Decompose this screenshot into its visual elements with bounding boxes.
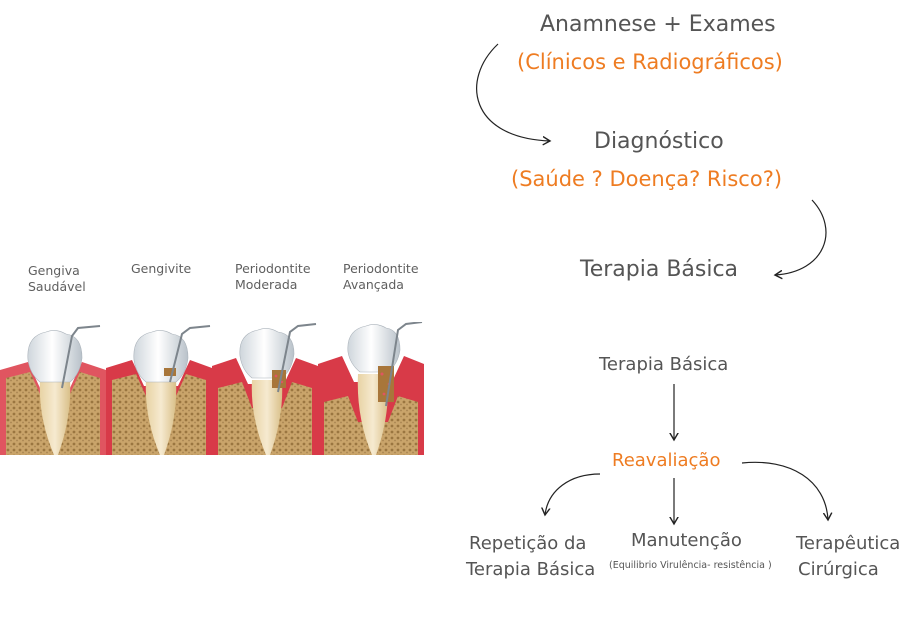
arrow-diagnosis-to-therapy bbox=[775, 200, 826, 275]
option-surgical-line2: Cirúrgica bbox=[798, 559, 879, 580]
flow-step-diagnosis: Diagnóstico bbox=[594, 129, 724, 154]
arrow-reassessment-to-repeat bbox=[545, 474, 600, 515]
stage-label-healthy: Gengiva Saudável bbox=[28, 263, 86, 295]
flow-step-anamnesis-detail: (Clínicos e Radiográficos) bbox=[517, 50, 783, 74]
option-repeat-therapy-line1: Repetição da bbox=[469, 533, 586, 554]
stage-healthy-graphic bbox=[0, 326, 106, 455]
stage-advanced-graphic bbox=[318, 322, 424, 455]
stage-label-moderate: Periodontite Moderada bbox=[235, 261, 311, 293]
flow-step-anamnesis: Anamnese + Exames bbox=[540, 12, 776, 37]
stage-gingivitis-graphic bbox=[106, 326, 212, 455]
stage-label-advanced: Periodontite Avançada bbox=[343, 261, 419, 293]
stage-label-gingivitis: Gengivite bbox=[131, 261, 191, 277]
flow-step-basic-therapy: Terapia Básica bbox=[580, 257, 738, 282]
flow-reassessment: Reavaliação bbox=[612, 450, 720, 471]
stage-moderate-graphic bbox=[212, 324, 318, 455]
option-surgical-line1: Terapêutica bbox=[796, 533, 900, 554]
option-maintenance-detail: (Equilibrio Virulência- resistência ) bbox=[609, 560, 772, 571]
option-repeat-therapy-line2: Terapia Básica bbox=[466, 559, 595, 580]
periodontal-stages-illustration bbox=[0, 322, 424, 455]
flow-step-diagnosis-detail: (Saúde ? Doença? Risco?) bbox=[511, 167, 782, 191]
option-maintenance: Manutenção bbox=[631, 530, 742, 551]
arrow-reassessment-to-surgical bbox=[742, 462, 828, 520]
flow-basic-therapy-start: Terapia Básica bbox=[599, 354, 728, 375]
